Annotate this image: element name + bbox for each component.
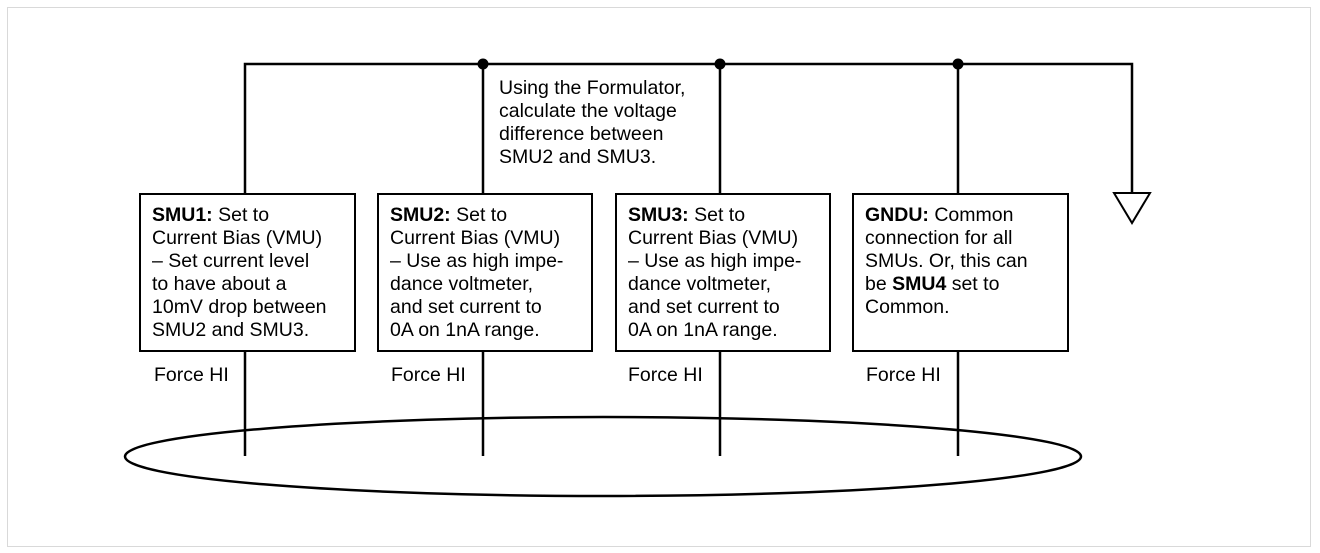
box-text: to have about a xyxy=(152,273,287,295)
box-text: dance voltmeter, xyxy=(628,273,772,295)
box-text: Set to xyxy=(688,204,746,226)
diagram-frame xyxy=(7,7,1311,547)
box-text: connection for all xyxy=(865,227,1013,249)
box-text: 0A on 1nA range. xyxy=(628,319,778,341)
note-line: Using the Formulator, xyxy=(499,77,686,99)
box-text: and set current to xyxy=(628,296,780,318)
note-line: SMU2 and SMU3. xyxy=(499,146,657,168)
force-hi-label-smu3: Force HI xyxy=(628,364,703,386)
box-text: dance voltmeter, xyxy=(390,273,534,295)
box-text: Set to xyxy=(212,204,270,226)
device-under-test-ellipse xyxy=(123,415,1083,498)
box-text: and set current to xyxy=(390,296,542,318)
force-hi-label-smu2: Force HI xyxy=(391,364,466,386)
box-text: set to xyxy=(946,273,1000,295)
box-text: 0A on 1nA range. xyxy=(390,319,540,341)
smu3-box: SMU3: Set to Current Bias (VMU) – Use as… xyxy=(615,193,831,352)
box-text: Common xyxy=(928,204,1014,226)
ground-icon xyxy=(1112,192,1152,225)
box-text: Current Bias (VMU) xyxy=(390,227,561,249)
box-text: SMUs. Or, this can xyxy=(865,250,1028,272)
top-bus-wire xyxy=(243,62,1134,193)
junction-dot-smu2 xyxy=(477,58,489,70)
note-line: difference between xyxy=(499,123,664,145)
box-text: Set to xyxy=(450,204,508,226)
box-text-with-bold: be SMU4 set to xyxy=(865,273,1067,296)
smu1-title: SMU1: xyxy=(152,204,213,226)
box-text: Common. xyxy=(865,296,950,318)
smu3-title: SMU3: xyxy=(628,204,689,226)
junction-dot-smu3 xyxy=(714,58,726,70)
smu2-box: SMU2: Set to Current Bias (VMU) – Use as… xyxy=(377,193,593,352)
box-text: – Set current level xyxy=(152,250,310,272)
box-text: SMU2 and SMU3. xyxy=(152,319,310,341)
box-text: – Use as high impe- xyxy=(390,250,564,272)
box-text: be xyxy=(865,273,893,295)
force-hi-label-gndu: Force HI xyxy=(866,364,941,386)
smu2-title: SMU2: xyxy=(390,204,451,226)
gndu-box: GNDU: Common connection for all SMUs. Or… xyxy=(852,193,1069,352)
force-hi-label-smu1: Force HI xyxy=(154,364,229,386)
note-line: calculate the voltage xyxy=(499,100,677,122)
junction-dot-gndu xyxy=(952,58,964,70)
box-text: 10mV drop between xyxy=(152,296,327,318)
formulator-note: Using the Formulator, calculate the volt… xyxy=(499,77,685,169)
bold-text: SMU4 xyxy=(892,273,947,295)
box-text: – Use as high impe- xyxy=(628,250,802,272)
gndu-title: GNDU: xyxy=(865,204,929,226)
box-text: Current Bias (VMU) xyxy=(152,227,323,249)
box-text: Current Bias (VMU) xyxy=(628,227,799,249)
smu1-box: SMU1: Set to Current Bias (VMU) – Set cu… xyxy=(139,193,356,352)
